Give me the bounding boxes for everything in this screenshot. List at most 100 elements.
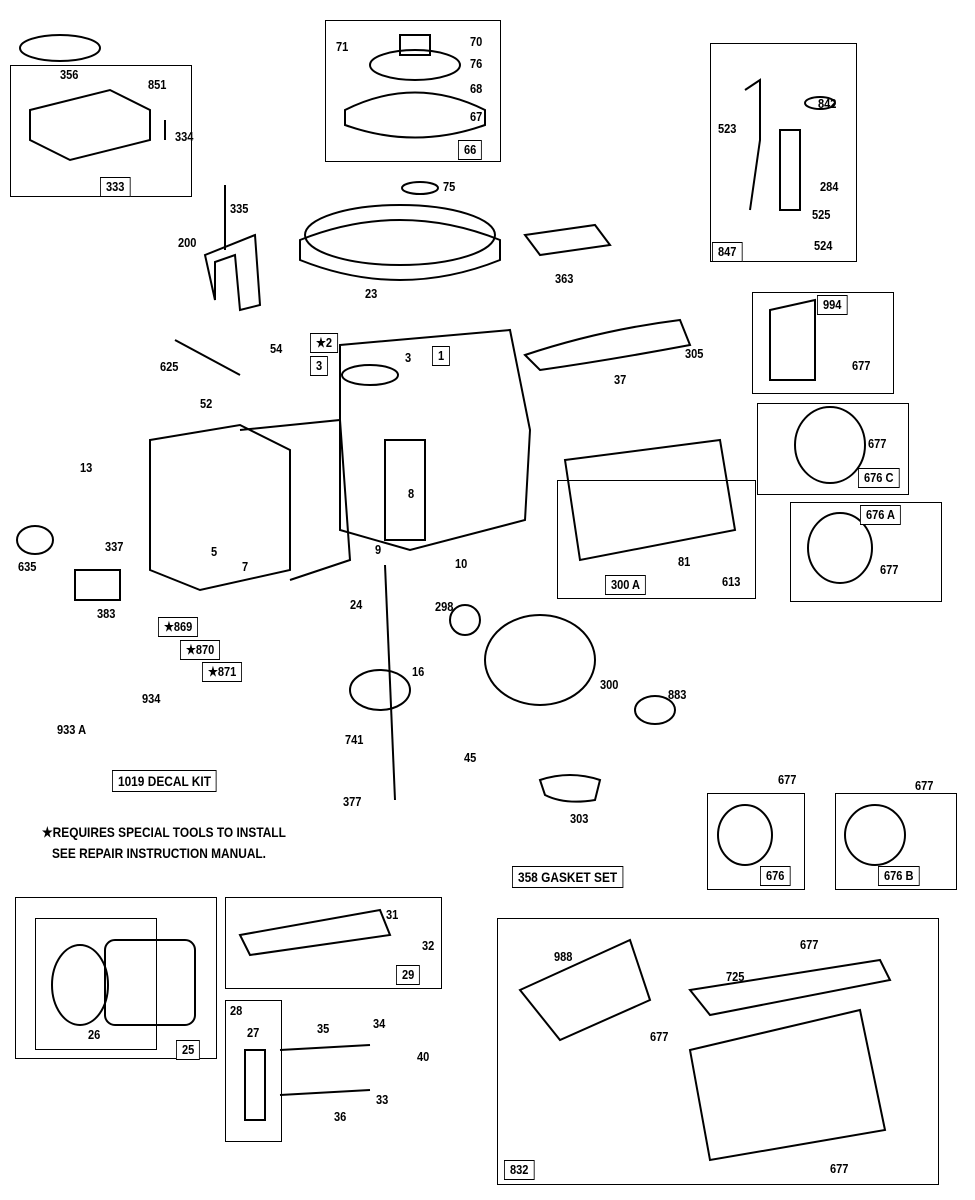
- part-callout: 337: [105, 539, 124, 554]
- piston-ring: [51, 944, 109, 1026]
- ignition-armature: [29, 88, 151, 162]
- group-label: 333: [100, 177, 131, 197]
- group-label: 847: [712, 242, 743, 262]
- group-label: ★2: [310, 333, 338, 353]
- gear-298: [449, 604, 481, 636]
- group-label: ★869: [158, 617, 199, 637]
- part-callout: 677: [915, 778, 934, 793]
- part-callout: 383: [97, 606, 116, 621]
- group-frame-28: [225, 1000, 282, 1142]
- group-frame-300a: [557, 480, 756, 599]
- part-callout: 68: [470, 81, 483, 96]
- part-callout: 5: [211, 544, 218, 559]
- group-label: 676 B: [878, 866, 920, 886]
- part-callout: 33: [376, 1092, 389, 1107]
- part-callout: 23: [365, 286, 378, 301]
- group-frame-994: [752, 292, 894, 394]
- part-callout: 677: [880, 562, 899, 577]
- part-callout: 35: [317, 1021, 330, 1036]
- part-callout: 677: [778, 772, 797, 787]
- part-callout: 7: [242, 559, 249, 574]
- piston: [104, 939, 196, 1026]
- part-callout: 37: [614, 372, 627, 387]
- part-callout: 16: [412, 664, 425, 679]
- cover-676b: [844, 804, 906, 866]
- part-callout: 40: [417, 1049, 430, 1064]
- starter-cup-300: [484, 614, 596, 706]
- flywheel: [299, 219, 501, 281]
- clutch-nut: [399, 34, 431, 56]
- part-callout: 677: [830, 1161, 849, 1176]
- part-callout: 9: [375, 542, 382, 557]
- flywheel-top: [304, 204, 496, 266]
- gasket-883: [634, 695, 676, 725]
- decal-kit-label: 1019 DECAL KIT: [112, 770, 217, 792]
- group-label: 3: [310, 356, 329, 376]
- part-callout: 677: [868, 436, 887, 451]
- group-frame-676: [707, 793, 805, 890]
- part-callout: 34: [373, 1016, 386, 1031]
- part-callout: 81: [678, 554, 691, 569]
- group-frame-676b: [835, 793, 957, 890]
- group-frame-29: [225, 897, 442, 989]
- valve-35: [279, 1044, 371, 1051]
- part-callout: 13: [80, 460, 93, 475]
- part-callout: 524: [814, 238, 833, 253]
- group-frame-676a: [790, 502, 942, 602]
- part-callout: 36: [334, 1109, 347, 1124]
- part-callout: 883: [668, 687, 687, 702]
- group-frame-676c: [757, 403, 909, 495]
- connecting-rod: [238, 908, 392, 957]
- cylinder-head: [149, 423, 291, 592]
- part-callout: 8: [408, 486, 415, 501]
- part-callout: 335: [230, 201, 249, 216]
- part-callout: 3: [405, 350, 412, 365]
- part-callout: 52: [200, 396, 213, 411]
- group-label: 66: [458, 140, 483, 160]
- guard-725: [688, 958, 892, 1017]
- part-callout: 303: [570, 811, 589, 826]
- part-callout: 200: [178, 235, 197, 250]
- cover-8: [384, 439, 426, 541]
- group-label: 1: [432, 346, 451, 366]
- part-callout: 76: [470, 56, 483, 71]
- clutch-top: [369, 49, 461, 81]
- part-callout: 28: [230, 1003, 243, 1018]
- crankshaft: [384, 564, 396, 801]
- cylinder-ring: [341, 364, 399, 386]
- cover-676: [717, 804, 773, 866]
- cover-676c: [794, 406, 866, 484]
- washer-75: [401, 181, 439, 195]
- bracket-200: [203, 233, 262, 312]
- elbow-303: [538, 774, 602, 803]
- part-callout: 67: [470, 109, 483, 124]
- part-callout: 377: [343, 794, 362, 809]
- muffler-guard: [688, 1008, 887, 1162]
- part-callout: 677: [852, 358, 871, 373]
- part-callout: 45: [464, 750, 477, 765]
- bracket-363: [523, 223, 612, 257]
- part-callout: 298: [435, 599, 454, 614]
- part-callout: 934: [142, 691, 161, 706]
- breather-994: [769, 298, 816, 381]
- oil-fill-tube: [779, 129, 801, 211]
- part-callout: 842: [818, 96, 837, 111]
- group-frame-847: [710, 43, 857, 262]
- group-label: 25: [176, 1040, 201, 1060]
- part-callout: 305: [685, 346, 704, 361]
- part-callout: 284: [820, 179, 839, 194]
- part-callout: 613: [722, 574, 741, 589]
- piston-pin: [244, 1049, 266, 1121]
- cylinder-fins: [239, 418, 352, 581]
- part-callout: 525: [812, 207, 831, 222]
- o-ring-842: [804, 96, 836, 110]
- dipstick-523: [744, 78, 761, 211]
- part-callout: 677: [800, 937, 819, 952]
- wire-loop: [19, 34, 101, 62]
- group-label: ★870: [180, 640, 221, 660]
- part-callout: 71: [336, 39, 349, 54]
- part-callout: 300: [600, 677, 619, 692]
- part-callout: 635: [18, 559, 37, 574]
- part-callout: 75: [443, 179, 456, 194]
